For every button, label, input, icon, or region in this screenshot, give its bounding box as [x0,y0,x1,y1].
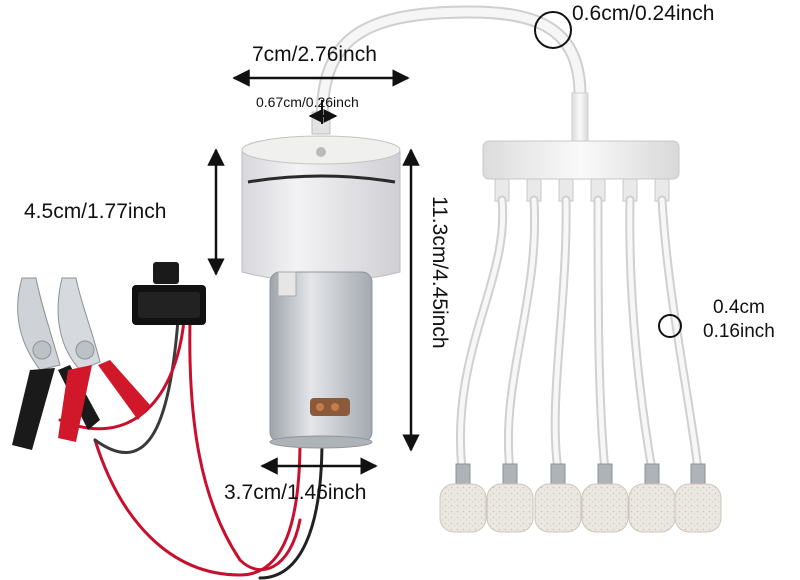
inline-switch [132,262,206,325]
splitter-manifold [482,140,680,202]
tube-large-label: 0.6cm/0.24inch [572,2,715,25]
small-tubes [455,195,703,475]
air-stone [439,463,487,533]
top-width-label: 7cm/2.76inch [252,43,377,66]
pump-motor [269,271,373,449]
outlet-diameter-label: 0.67cm/0.26inch [256,94,359,110]
top-height-label: 4.5cm/1.77inch [24,200,167,223]
tube-small-label: 0.4cm 0.16inch [703,296,775,344]
red-clip [57,277,150,442]
tube-small-marker [658,314,682,338]
tube-small-cm: 0.4cm [713,297,765,318]
air-stone [534,463,582,533]
air-stones [439,463,722,533]
air-stone [486,463,534,533]
power-wires [58,318,324,580]
dimension-arrows [207,11,682,475]
main-air-tube [315,5,589,144]
pump-head [241,111,401,283]
tube-large-marker [534,11,572,49]
air-stone [628,463,676,533]
air-stone [581,463,629,533]
total-height-label: 11.3cm/4.45inch [428,196,451,349]
air-stone [674,463,722,533]
bottom-width-label: 3.7cm/1.46inch [224,481,367,504]
tube-small-inch: 0.16inch [703,320,775,342]
